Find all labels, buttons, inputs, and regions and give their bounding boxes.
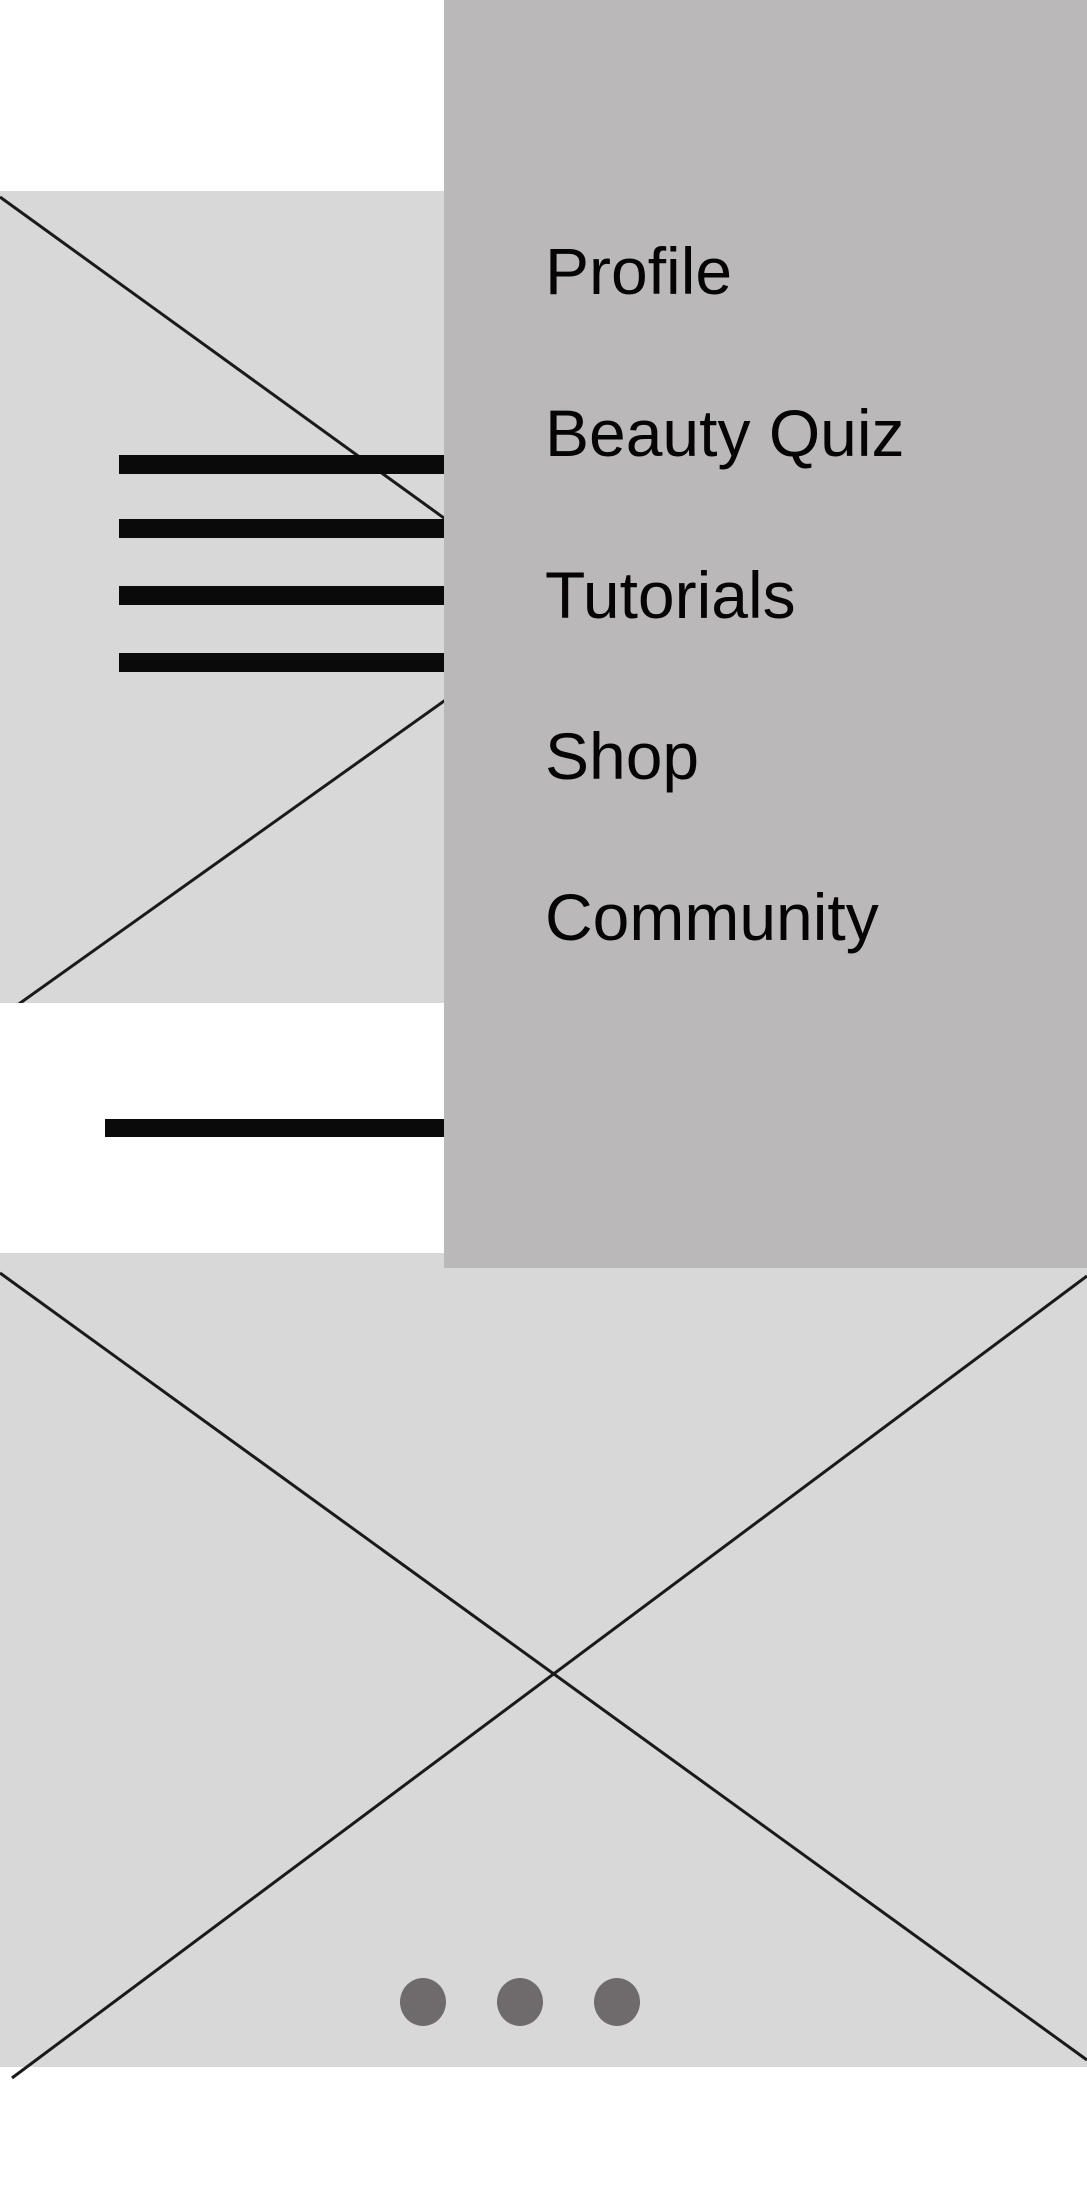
pagination-dot-icon[interactable] (594, 1978, 640, 2026)
carousel-pagination (0, 1253, 1087, 2067)
hamburger-bar (119, 519, 459, 538)
menu-item-shop[interactable]: Shop (545, 719, 700, 793)
navigation-drawer: Profile Beauty Quiz Tutorials Shop Commu… (444, 0, 1087, 1268)
heading-text-placeholder (105, 1119, 455, 1137)
pagination-dot-icon[interactable] (400, 1978, 446, 2026)
menu-item-community[interactable]: Community (545, 880, 879, 954)
hamburger-bar (119, 653, 459, 672)
menu-item-tutorials[interactable]: Tutorials (545, 558, 796, 632)
pagination-dot-icon[interactable] (497, 1978, 543, 2026)
hamburger-bar (119, 586, 459, 605)
menu-item-profile[interactable]: Profile (545, 234, 733, 308)
menu-item-beauty-quiz[interactable]: Beauty Quiz (545, 396, 905, 470)
hamburger-menu-button[interactable] (119, 455, 459, 675)
hamburger-bar (119, 455, 459, 474)
carousel-image-placeholder (0, 1253, 1087, 2080)
image-placeholder-cross-icon (0, 1271, 1087, 2080)
